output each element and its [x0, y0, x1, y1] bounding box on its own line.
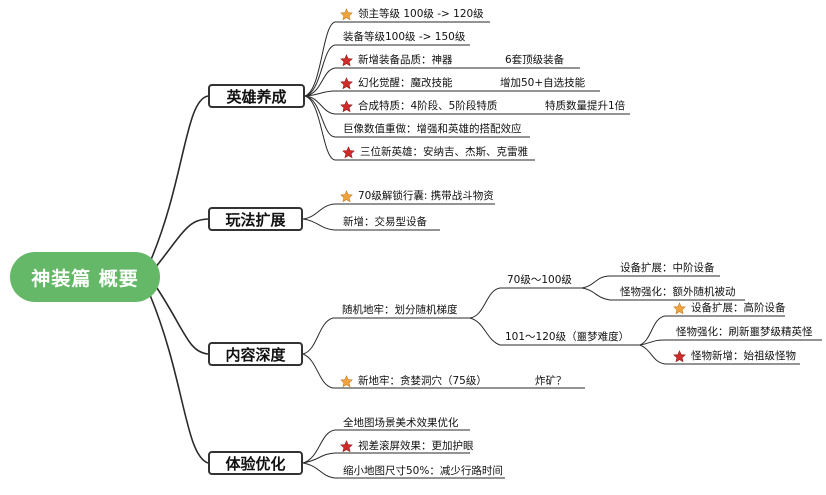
tier2-item[interactable]: 怪物新增：始祖级怪物 — [673, 349, 796, 363]
hero-item[interactable]: 巨像数值重做：增强和英雄的搭配效应 — [343, 122, 522, 136]
new-dungeon-note: 炸矿？ — [535, 375, 567, 387]
tier1-item[interactable]: 设备扩展：中阶设备 — [620, 261, 715, 275]
gameplay-item[interactable]: 新增：交易型设备 — [343, 215, 427, 229]
experience-item-label: 视差滚屏效果：更加护眼 — [358, 440, 474, 452]
new-dungeon-node[interactable]: 新地牢：贪婪洞穴（75级） — [340, 374, 487, 388]
tier2-item-label: 设备扩展：高阶设备 — [691, 302, 786, 314]
tier2-item[interactable]: 设备扩展：高阶设备 — [673, 301, 786, 315]
experience-item-label: 全地图场景美术效果优化 — [343, 417, 459, 429]
star-red-icon — [340, 76, 353, 90]
hero-item[interactable]: 三位新英雄：安纳吉、杰斯、克雷雅 — [342, 145, 528, 159]
new-dungeon-label: 新地牢：贪婪洞穴（75级） — [358, 375, 487, 387]
hero-item[interactable]: 新增装备品质：神器 — [340, 53, 453, 67]
hero-item-label: 合成特质：4阶段、5阶段特质 — [358, 100, 498, 112]
hero-item-label: 装备等级100级 -> 150级 — [343, 31, 466, 43]
branch-hero-growth[interactable]: 英雄养成 — [208, 84, 305, 108]
tier1-label: 70级～100级 — [507, 274, 572, 286]
tier2-item[interactable]: 怪物强化：刷新噩梦级精英怪 — [676, 325, 813, 339]
hero-item[interactable]: 合成特质：4阶段、5阶段特质 — [340, 99, 497, 113]
star-red-icon — [340, 439, 353, 453]
experience-item[interactable]: 缩小地图尺寸50%：减少行路时间 — [343, 464, 503, 478]
star-red-icon — [342, 145, 355, 159]
root-topic[interactable]: 神装篇 概要 — [10, 252, 160, 302]
star-red-icon — [340, 53, 353, 67]
branch-content-depth[interactable]: 内容深度 — [208, 342, 303, 366]
experience-item[interactable]: 全地图场景美术效果优化 — [343, 416, 459, 430]
gameplay-item[interactable]: 70级解锁行囊: 携带战斗物资 — [340, 189, 494, 203]
tier2-node[interactable]: 101～120级（噩梦难度） — [505, 330, 629, 344]
tier1-item[interactable]: 怪物强化：额外随机被动 — [620, 285, 736, 299]
star-red-icon — [673, 349, 686, 363]
star-orange-icon — [673, 301, 686, 315]
hero-item-label: 幻化觉醒：魔改技能 — [358, 77, 453, 89]
branch-gameplay-expansion[interactable]: 玩法扩展 — [208, 207, 303, 231]
tier2-label: 101～120级（噩梦难度） — [505, 331, 630, 343]
star-orange-icon — [340, 189, 353, 203]
star-orange-icon — [340, 374, 353, 388]
tier1-item-label: 设备扩展：中阶设备 — [620, 262, 715, 274]
hero-item-note: 增加50+自选技能 — [500, 77, 586, 89]
experience-item-label: 缩小地图尺寸50%：减少行路时间 — [343, 465, 503, 477]
hero-item-label: 三位新英雄：安纳吉、杰斯、克雷雅 — [360, 146, 528, 158]
tier1-node[interactable]: 70级～100级 — [507, 273, 572, 287]
gameplay-item-label: 70级解锁行囊: 携带战斗物资 — [358, 190, 494, 202]
hero-item-note: 特质数量提升1倍 — [545, 100, 626, 112]
star-red-icon — [340, 99, 353, 113]
hero-item[interactable]: 装备等级100级 -> 150级 — [343, 30, 465, 44]
random-dungeon-label: 随机地牢：划分随机梯度 — [342, 304, 458, 316]
hero-item-label: 新增装备品质：神器 — [358, 54, 453, 66]
hero-item-label: 领主等级 100级 -> 120级 — [358, 8, 484, 20]
hero-item-label: 巨像数值重做：增强和英雄的搭配效应 — [343, 123, 522, 135]
hero-item[interactable]: 领主等级 100级 -> 120级 — [340, 7, 484, 21]
branch-experience-optimization[interactable]: 体验优化 — [208, 451, 303, 475]
tier1-item-label: 怪物强化：额外随机被动 — [620, 286, 736, 298]
hero-item[interactable]: 幻化觉醒：魔改技能 — [340, 76, 453, 90]
tier2-item-label: 怪物强化：刷新噩梦级精英怪 — [676, 326, 813, 338]
experience-item[interactable]: 视差滚屏效果：更加护眼 — [340, 439, 474, 453]
tier2-item-label: 怪物新增：始祖级怪物 — [691, 350, 796, 362]
star-orange-icon — [340, 7, 353, 21]
random-dungeon-node[interactable]: 随机地牢：划分随机梯度 — [342, 303, 458, 317]
hero-item-note: 6套顶级装备 — [505, 54, 565, 66]
gameplay-item-label: 新增：交易型设备 — [343, 216, 427, 228]
